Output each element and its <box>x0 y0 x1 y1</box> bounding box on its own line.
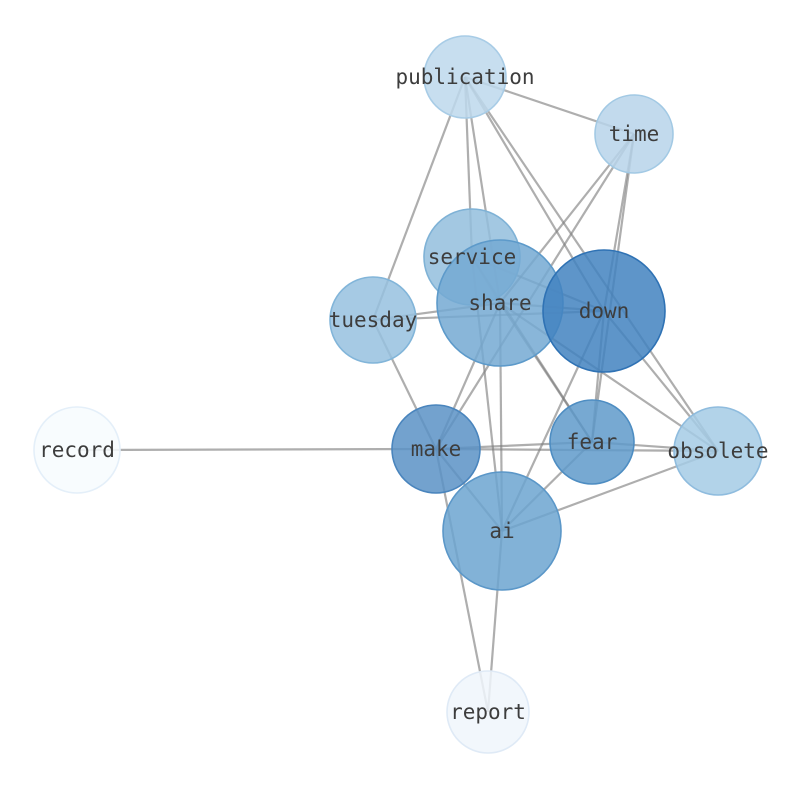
node-time <box>594 94 674 174</box>
edges-layer <box>76 75 719 713</box>
node-make <box>391 404 481 494</box>
nodes-layer <box>33 35 763 754</box>
node-publication <box>423 35 507 119</box>
node-report <box>446 670 530 754</box>
node-obsolete <box>673 406 763 496</box>
edge-record-make <box>76 447 437 452</box>
node-ai <box>442 471 562 591</box>
node-down <box>542 249 666 373</box>
node-fear <box>549 399 635 485</box>
node-record <box>33 406 121 494</box>
node-tuesday <box>329 276 417 364</box>
